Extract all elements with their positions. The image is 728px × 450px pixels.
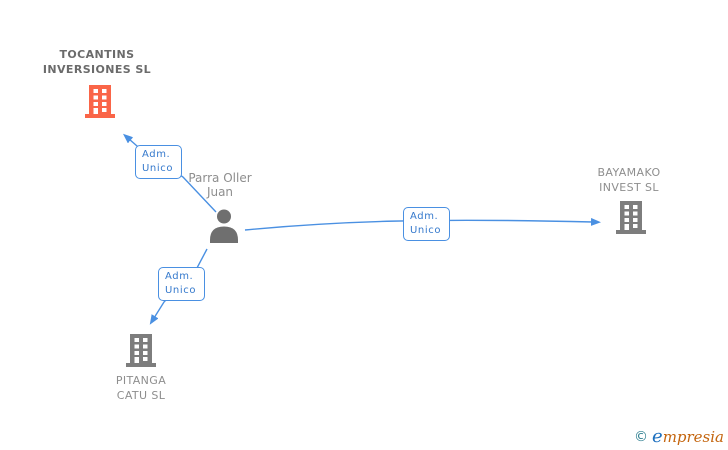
brand-name: mpresia [662, 428, 724, 446]
company-name-line: CATU SL [116, 389, 166, 402]
relationship-label-bayamako: Adm. Unico [403, 207, 450, 241]
arrow-person-to-bayamako [244, 217, 601, 231]
person-name-line: Juan [206, 185, 234, 199]
company-name-line: PITANGA [115, 374, 167, 387]
company-name-line: INVEST SL [599, 181, 659, 194]
company-name-line: INVERSIONES SL [42, 63, 152, 76]
company-label-pitanga[interactable]: PITANGA CATU SL [81, 373, 201, 403]
relationship-label-line: Unico [142, 163, 174, 174]
relationship-label-line: Adm. [410, 211, 439, 222]
relationship-label-line: Adm. [165, 271, 194, 282]
brand-initial: e [652, 426, 663, 447]
person-label[interactable]: Parra Oller Juan [160, 171, 280, 199]
empresia-logo[interactable]: ©empresia [634, 426, 724, 447]
relationship-label-tocantins: Adm. Unico [135, 145, 182, 179]
person-name-line: Parra Oller [188, 171, 252, 185]
relationship-label-pitanga: Adm. Unico [158, 267, 205, 301]
company-name-line: BAYAMAKO [597, 166, 661, 179]
building-icon-bayamako[interactable] [615, 201, 647, 239]
copyright-icon: © [634, 429, 649, 445]
company-label-tocantins[interactable]: TOCANTINS INVERSIONES SL [37, 47, 157, 77]
relationship-label-line: Unico [410, 225, 442, 236]
company-label-bayamako[interactable]: BAYAMAKO INVEST SL [569, 165, 689, 195]
building-icon-pitanga[interactable] [125, 334, 157, 372]
person-icon[interactable] [209, 209, 239, 247]
building-icon-tocantins[interactable] [84, 85, 116, 123]
relationship-label-line: Unico [165, 285, 197, 296]
relationship-label-line: Adm. [142, 149, 171, 160]
company-name-line: TOCANTINS [59, 48, 135, 61]
